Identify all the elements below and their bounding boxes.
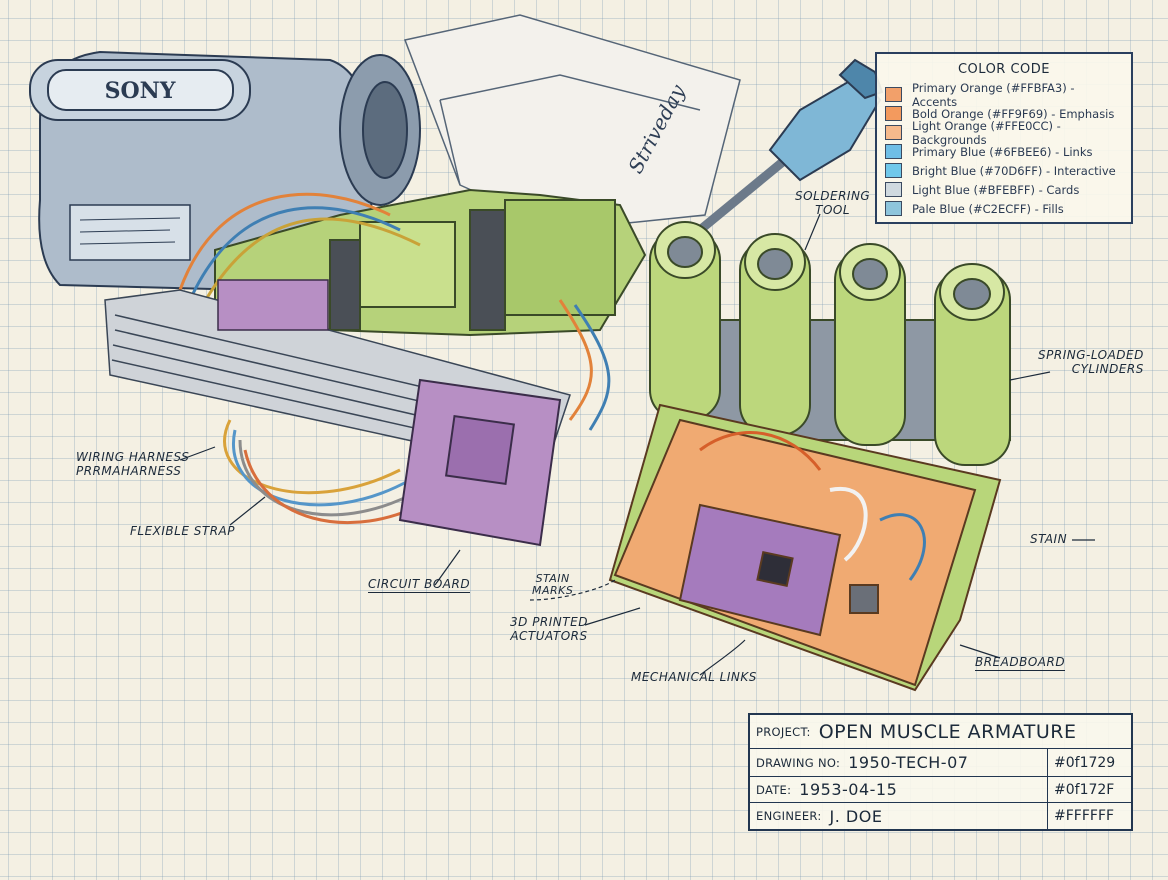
- title-block-date-row: DATE: 1953-04-15 #0f172F: [750, 777, 1131, 803]
- mechanical-links-label: MECHANICAL LINKS: [631, 670, 757, 684]
- engineer-cell: ENGINEER: J. DOE: [750, 803, 1047, 829]
- stain-marks-label: STAIN MARKS: [532, 573, 573, 597]
- printed-actuators-label: 3D PRINTED ACTUATORS: [510, 615, 588, 643]
- soldering-tool-label-line1: SOLDERING: [795, 189, 871, 203]
- date-hex: #0f172F: [1047, 777, 1131, 802]
- legend-label: Bright Blue (#70D6FF) - Interactive: [912, 163, 1116, 178]
- spring-cylinders: [649, 221, 1011, 466]
- drawing-number: 1950-TECH-07: [848, 753, 969, 772]
- circuit-board-label: CIRCUIT BOARD: [368, 577, 471, 593]
- legend-title: COLOR CODE: [957, 62, 1051, 77]
- engineer-label: ENGINEER:: [756, 809, 822, 823]
- soldering-tool: [697, 58, 884, 234]
- callout-leaders: [179, 213, 1095, 676]
- legend-label: Light Orange (#FFE0CC) - Backgrounds: [912, 118, 1061, 147]
- spring-cylinders-label-line1: SPRING-LOADED: [1038, 348, 1144, 362]
- title-block: PROJECT: OPEN MUSCLE ARMATURE DRAWING NO…: [748, 713, 1133, 831]
- color-code-legend: COLOR CODE Primary Orange (#FFBFA3) - Ac…: [875, 52, 1133, 224]
- title-block-drawing-row: DRAWING NO: 1950-TECH-07 #0f1729: [750, 749, 1131, 777]
- circuit-board-shape: [217, 279, 562, 547]
- legend-label: Bold Orange (#FF9F69) - Emphasis: [912, 106, 1115, 121]
- soldering-tool-label-line2: TOOL: [815, 203, 851, 217]
- wiring-harness-label: WIRING HARNESS PRRMAHARNESS: [76, 450, 189, 478]
- drawing-cell: DRAWING NO: 1950-TECH-07: [750, 749, 1047, 776]
- legend-item: Primary Orange (#FFBFA3) - Accents: [885, 81, 1123, 109]
- date-value: 1953-04-15: [799, 780, 898, 799]
- legend-label: Light Blue (#BFEBFF) - Cards: [912, 182, 1080, 197]
- legend-item: Bold Orange (#FF9F69) - Emphasis: [885, 104, 1123, 123]
- project-label: PROJECT:: [756, 724, 811, 739]
- engineer-hex: #FFFFFF: [1047, 803, 1131, 829]
- legend-item: Light Blue (#BFEBFF) - Cards: [885, 180, 1123, 199]
- camera-brand-label: SONY: [105, 78, 176, 104]
- stain-label: STAIN: [1030, 532, 1068, 546]
- legend-swatch: [885, 106, 902, 121]
- camcorder: [29, 50, 421, 293]
- project-name: OPEN MUSCLE ARMATURE: [818, 720, 1077, 743]
- stain-marks-label-line1: STAIN: [535, 572, 570, 585]
- drawing-hex: #0f1729: [1047, 749, 1131, 776]
- printed-actuators-label-line2: ACTUATORS: [510, 629, 588, 643]
- legend-swatch: [885, 87, 902, 102]
- legend-label: Pale Blue (#C2ECFF) - Fills: [912, 201, 1064, 216]
- legend-item: Light Orange (#FFE0CC) - Backgrounds: [885, 119, 1123, 147]
- soldering-tool-label: SOLDERING TOOL: [795, 189, 870, 217]
- cardboard-box: [403, 14, 741, 231]
- date-label: DATE:: [756, 782, 792, 797]
- legend-swatch: [885, 144, 902, 159]
- wiring-harness-label-line2: PRRMAHARNESS: [76, 464, 182, 478]
- legend-swatch: [885, 182, 902, 197]
- breadboard-label: BREADBOARD: [975, 655, 1066, 671]
- project-cell: PROJECT: OPEN MUSCLE ARMATURE: [750, 715, 1131, 748]
- date-cell: DATE: 1953-04-15: [750, 777, 1047, 802]
- legend-item: Pale Blue (#C2ECFF) - Fills: [885, 199, 1123, 218]
- legend-label: Primary Orange (#FFBFA3) - Accents: [912, 80, 1075, 109]
- title-block-engineer-row: ENGINEER: J. DOE #FFFFFF: [750, 803, 1131, 829]
- flexible-strap-label: FLEXIBLE STRAP: [130, 524, 235, 538]
- wiring-harness: [178, 192, 611, 525]
- legend-label: Primary Blue (#6FBEE6) - Links: [912, 144, 1093, 159]
- engineer-name: J. DOE: [829, 806, 883, 826]
- wiring-harness-label-line1: WIRING HARNESS: [76, 450, 190, 464]
- spring-cylinders-label: SPRING-LOADED CYLINDERS: [1038, 348, 1144, 376]
- spring-cylinders-label-line2: CYLINDERS: [1071, 362, 1144, 376]
- drawing-label: DRAWING NO:: [756, 755, 841, 770]
- stain-marks-label-line2: MARKS: [532, 584, 574, 597]
- legend-item: Primary Blue (#6FBEE6) - Links: [885, 142, 1123, 161]
- legend-swatch: [885, 125, 902, 140]
- printed-actuators-label-line1: 3D PRINTED: [510, 615, 588, 629]
- breadboard-shape: [608, 403, 1002, 692]
- legend-item: Bright Blue (#70D6FF) - Interactive: [885, 161, 1123, 180]
- legend-swatch: [885, 163, 902, 178]
- title-block-project-row: PROJECT: OPEN MUSCLE ARMATURE: [750, 715, 1131, 749]
- legend-swatch: [885, 201, 902, 216]
